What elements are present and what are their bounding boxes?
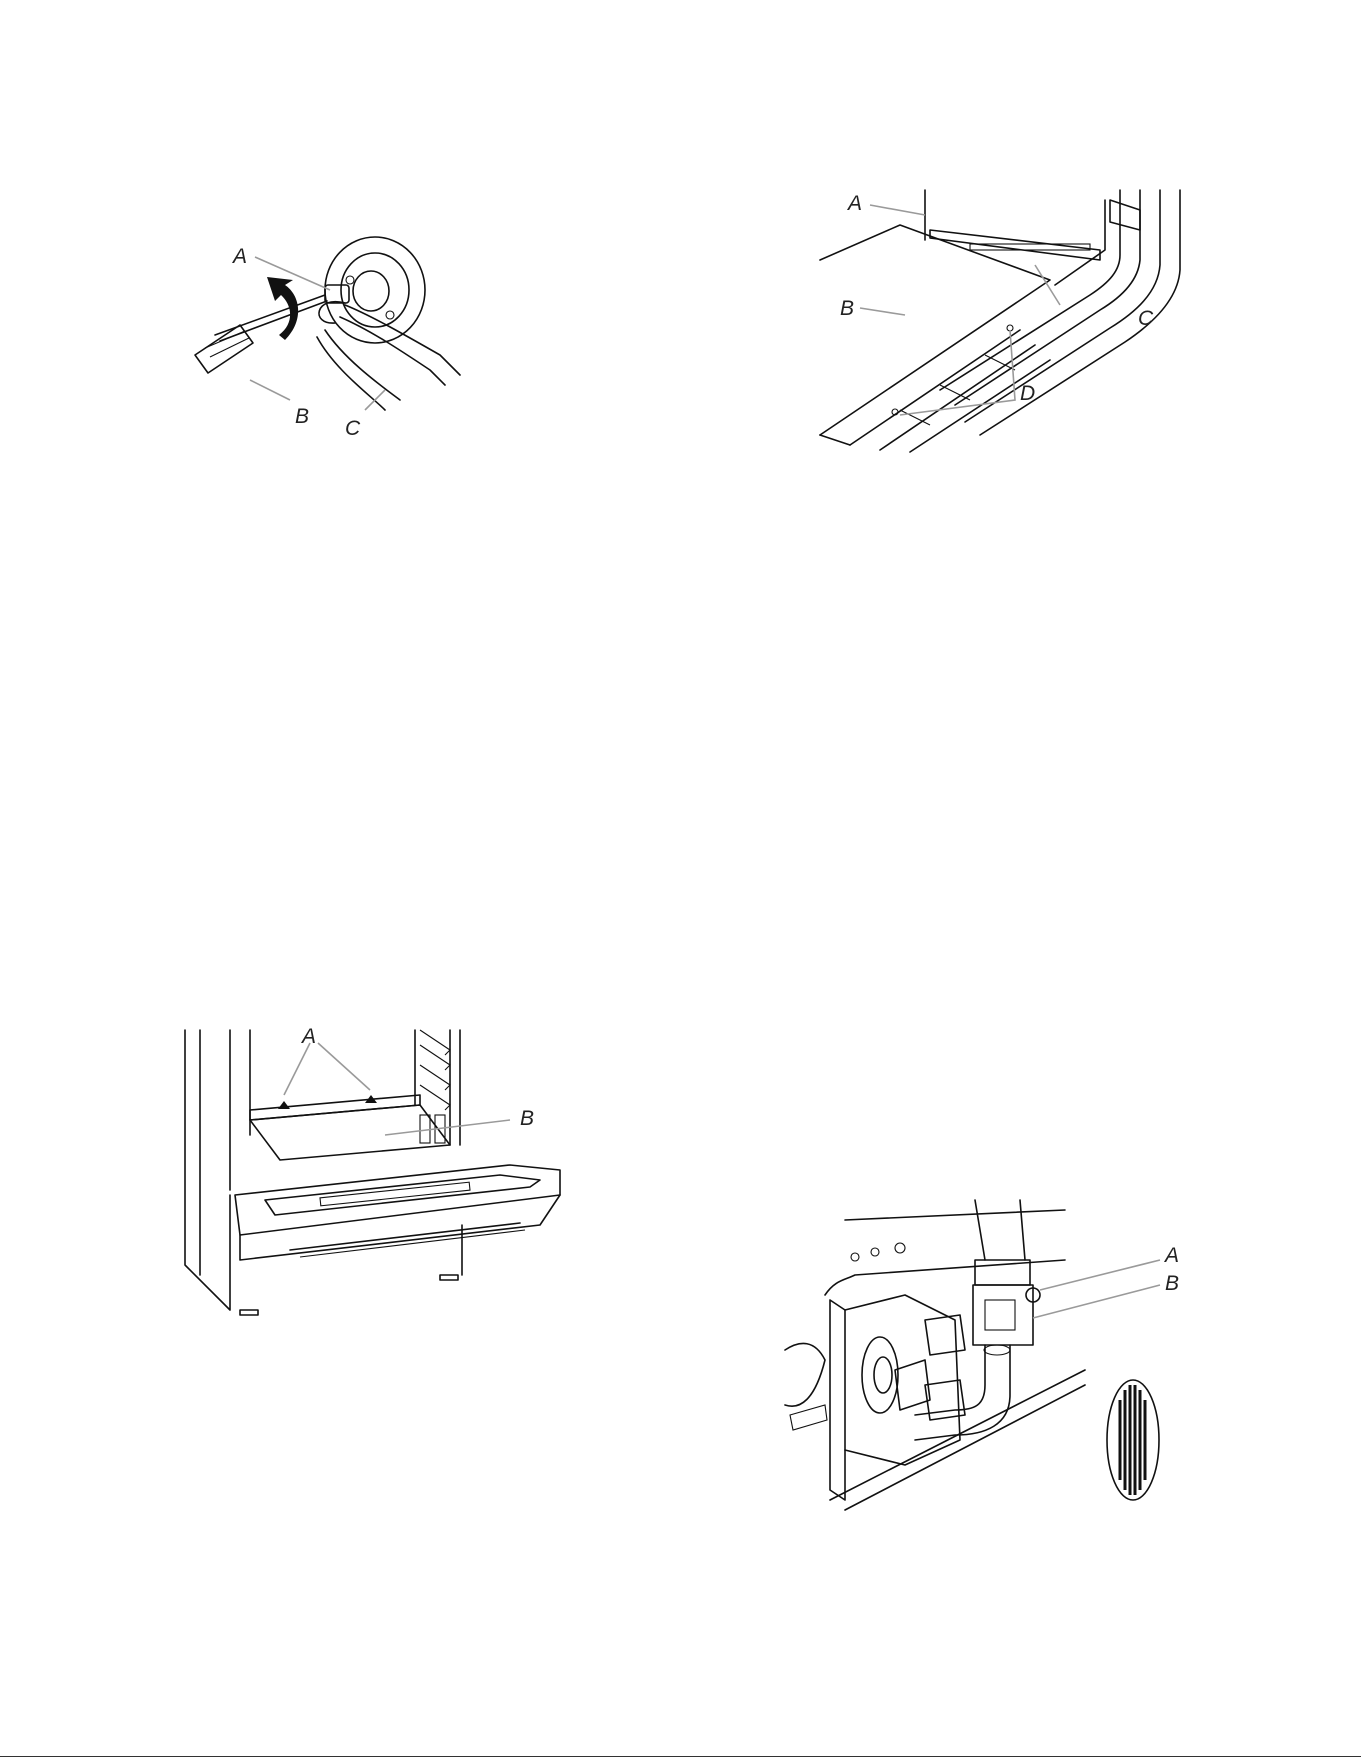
label-a: A [1163,1244,1179,1267]
page-bottom-rule [0,1756,1361,1757]
label-a: A [300,1025,316,1048]
figure-oven-bottom-panel: A B C D [820,190,1220,480]
gas-connection-illustration: A B [785,1200,1205,1510]
oven-bottom-panel-illustration: A B C D [820,190,1220,480]
label-b: B [295,405,309,428]
figure-gas-connection: A B [785,1200,1205,1510]
burner-valve-illustration: A B C [195,235,525,455]
label-b: B [1165,1272,1179,1295]
figure-burner-valve-adjustment: A B C [195,235,525,455]
label-b: B [840,297,854,320]
label-c: C [1138,307,1154,330]
label-b: B [520,1107,534,1130]
label-a: A [231,245,247,268]
label-a: A [846,192,862,215]
label-d: D [1020,382,1035,405]
oven-cavity-illustration: A B [180,1025,600,1315]
figure-oven-cavity: A B [180,1025,600,1315]
label-c: C [345,417,361,440]
